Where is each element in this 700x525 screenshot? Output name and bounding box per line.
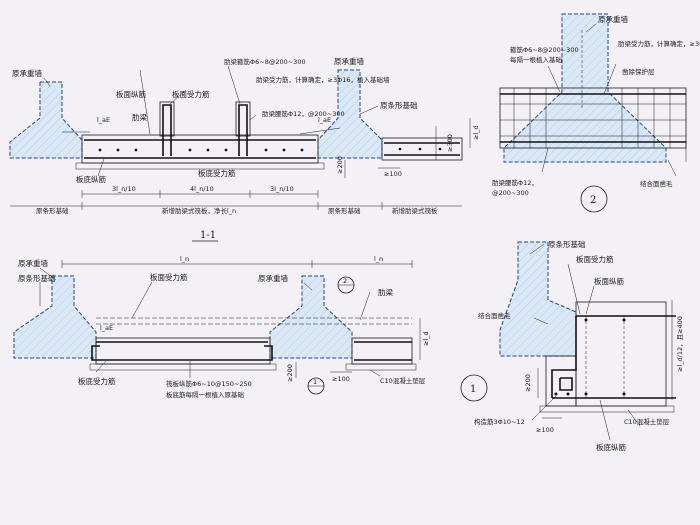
s1-rib-force-note: 肋梁受力筋，计算确定，≥3Φ16，植入基础墙 xyxy=(256,75,390,84)
s1-dim-ld: ≥l_d xyxy=(472,125,480,140)
cushion-layer xyxy=(75,162,325,170)
s1-wall-left: 原承重墙 xyxy=(12,68,42,78)
d1-struct-bar: 构造筋3Φ10~12 xyxy=(474,417,525,426)
s1-bottom-bar: 板底纵筋 xyxy=(76,174,106,184)
s1-dim-200: ≥200 xyxy=(336,156,344,174)
d1-dim-100: ≥100 xyxy=(536,426,554,434)
section-1-1: 原承重墙 原承重墙 板面纵筋 板面受力筋 肋梁 肋梁箍筋Φ6~8@200~300… xyxy=(9,56,480,242)
d1-joint: 结合面凿毛 xyxy=(478,311,511,320)
detail-2: 原承重墙 箍筋Φ6~8@200~300 每隔一根植入基础 肋梁受力筋，计算确定，… xyxy=(492,13,700,213)
s1-top-bar: 板面纵筋 xyxy=(116,89,146,99)
s1-footer-right2: 新增肋梁式筏板 xyxy=(392,206,438,215)
d2-joint: 结合面凿毛 xyxy=(640,179,673,188)
s1-dim-300: ≥300 xyxy=(446,134,454,152)
sb-ln-2: l_n xyxy=(374,255,383,263)
sb-callout-2-label: 2 xyxy=(343,277,347,285)
sb-wall-left: 原承重墙 xyxy=(18,258,48,268)
rib-beam-left xyxy=(159,101,175,137)
raft-slab-right xyxy=(381,137,463,161)
sb-lae: l_aE xyxy=(100,324,113,332)
s1-footer-right1: 原条形基础 xyxy=(328,206,361,215)
d2-protect: 凿除保护层 xyxy=(622,67,655,76)
sb-top-force-bar: 板面受力筋 xyxy=(150,272,188,282)
d1-cushion: C10混凝土垫层 xyxy=(624,417,670,426)
d2-detail-marker xyxy=(580,185,608,213)
d1-bottom-bar: 板底纵筋 xyxy=(596,442,626,452)
d1-top-force-bar: 板面受力筋 xyxy=(576,254,614,264)
s1-title: 1-1 xyxy=(200,230,216,241)
s1-span-mid: 4l_n/10 xyxy=(190,185,214,193)
d2-rib-cage xyxy=(499,87,687,149)
d2-stirrup-2: 每隔一根植入基础 xyxy=(510,55,563,64)
s1-wall-right: 原承重墙 xyxy=(334,56,364,66)
s1-span-left: 3l_n/10 xyxy=(112,185,136,193)
s1-lae: l_aE xyxy=(97,116,110,124)
s1-rib-waist-note: 肋梁腰筋Φ12，@200~300 xyxy=(262,109,345,118)
sb-callout-1-label: 1 xyxy=(313,378,317,386)
rib-beam-right xyxy=(235,101,251,137)
d1-detail-marker xyxy=(460,374,488,402)
s1-lae-right: l_aE xyxy=(318,116,331,124)
d2-waist-2: @200~300 xyxy=(492,189,529,197)
d2-rib-force: 肋梁受力筋，计算确定，≥3Φ16，穿墙 xyxy=(618,39,700,48)
d1-raft xyxy=(575,301,667,407)
section-bottom: 2 1 原承重墙 原条形基础 板面受力筋 原承重墙 肋梁 l_n l_n l_a… xyxy=(13,255,430,399)
sb-stir-note-2: 板底筋每隔一根植入原基础 xyxy=(166,390,245,399)
d2-waist-1: 肋梁腰筋Φ12， xyxy=(492,178,538,187)
sb-stir-note-1: 筏板纵筋Φ6~10@150~250 xyxy=(166,379,252,388)
sb-cushion: C10混凝土垫层 xyxy=(380,376,426,385)
s1-footer-left: 原条形基础 xyxy=(36,206,69,215)
sb-dim-ld: ≥l_d xyxy=(422,331,430,346)
s1-rib-beam: 肋梁 xyxy=(132,112,147,122)
sb-wall-right: 原承重墙 xyxy=(258,273,288,283)
detail-1: 原条形基础 板面受力筋 板面纵筋 结合面凿毛 ≥l_d/12，且≥400 ≥20… xyxy=(460,239,684,452)
d1-dim-right: ≥l_d/12，且≥400 xyxy=(676,316,684,372)
d1-top-bar: 板面纵筋 xyxy=(594,276,624,286)
sb-dim-200: ≥200 xyxy=(286,364,294,382)
sb-dim-100: ≥100 xyxy=(332,375,350,383)
d1-dim-200: ≥200 xyxy=(524,374,532,392)
d2-label: 2 xyxy=(590,195,596,206)
d1-label: 1 xyxy=(470,384,476,395)
s1-footing-right: 原条形基础 xyxy=(380,100,418,110)
s1-top-force-bar: 板面受力筋 xyxy=(172,89,210,99)
s1-stirrup-note: 肋梁箍筋Φ6~8@200~300 xyxy=(224,57,306,66)
d1-footing-label: 原条形基础 xyxy=(548,239,586,249)
sb-ln-1: l_n xyxy=(180,255,189,263)
d2-stirrup-1: 箍筋Φ6~8@200~300 xyxy=(510,45,579,54)
s1-span-right: 3l_n/10 xyxy=(270,185,294,193)
sb-rib-beam: 肋梁 xyxy=(378,287,393,297)
sb-footing-left: 原条形基础 xyxy=(18,273,56,283)
sb-bottom-force-bar: 板底受力筋 xyxy=(78,376,116,386)
s1-dim-100: ≥100 xyxy=(384,170,402,178)
s1-footer-mid: 新增肋梁式筏板，净长l_n xyxy=(162,206,236,215)
d2-wall: 原承重墙 xyxy=(598,14,628,24)
s1-bottom-force-bar: 板底受力筋 xyxy=(198,168,236,178)
